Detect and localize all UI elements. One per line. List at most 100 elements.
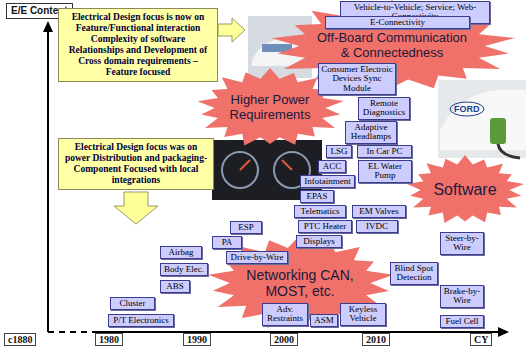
feature-box: Steer-by-Wire (440, 232, 484, 255)
node-text: Telematics (297, 207, 343, 216)
node-text: Infotainment (303, 177, 352, 186)
axis-arrowhead (43, 21, 53, 32)
feature-box: P/T Electronics (108, 314, 174, 327)
node-text: Electrical Design focus was on power Dis… (63, 142, 209, 186)
feature-box: ABS (160, 280, 190, 293)
node-text: ASM (313, 316, 335, 325)
node-text: Drive-by-Wire (229, 253, 285, 262)
block-arrow (218, 18, 245, 42)
node-text: Networking CAN, MOST, etc. (239, 267, 361, 299)
node-text: E-Connectivity (328, 18, 467, 27)
node-text: IVDC (359, 222, 395, 231)
charging-cable (498, 144, 520, 158)
node-text: Remote Diagnostics (361, 99, 407, 118)
node-text: Software (430, 181, 500, 199)
feature-box: E-Connectivity (325, 16, 470, 29)
node-text: Airbag (163, 248, 199, 257)
feature-box: Fuel Cell (440, 315, 484, 328)
car-body (440, 90, 526, 150)
charging-photo (438, 80, 526, 158)
axis-arrowhead (498, 327, 509, 337)
feature-box: Keyless Vehicle (340, 303, 386, 326)
node-text: ESP (233, 223, 259, 232)
node-text: Electrical Design focus is now on Featur… (63, 12, 213, 78)
node-text: In Car PC (360, 147, 409, 156)
node-text: Blind Spot Detection (393, 264, 435, 283)
feature-box: LSG (326, 145, 352, 158)
node-text: Body Elec. (163, 265, 205, 274)
starburst-outline (198, 68, 344, 146)
node-text: Higher Power Requirements (224, 93, 316, 123)
node-text: Consumer Electroic Devices Sync Module (321, 65, 393, 93)
year-box: 2000 (270, 333, 298, 346)
feature-box: Telematics (294, 205, 346, 218)
node-text: EPAS (303, 192, 331, 201)
node-text: Displays (299, 237, 339, 246)
node-text: EL Water Pump (361, 162, 409, 181)
node-text: EM Valves (355, 207, 403, 216)
feature-box: Airbag (160, 246, 202, 259)
feature-box: Brake-by-Wire (440, 285, 484, 308)
node-text: 2000 (274, 334, 294, 345)
feature-box: EL Water Pump (358, 160, 412, 183)
feature-box: PA (212, 236, 242, 249)
gauge-needle (240, 160, 250, 170)
starburst-outline (208, 235, 393, 328)
node-text: PTC Heater (301, 222, 349, 231)
node-text: PA (215, 238, 239, 247)
node-text: ACC (321, 162, 343, 171)
node-text: LSG (329, 147, 349, 156)
node-text: Keyless Vehicle (343, 305, 383, 324)
block-arrow (114, 192, 158, 224)
x-axis-break (48, 331, 92, 333)
node-text: CY (474, 334, 488, 345)
feature-box: ASM (310, 314, 338, 327)
year-box: c1880 (4, 333, 36, 346)
node-text: Fuel Cell (443, 317, 481, 326)
node-text: Off-Board Communication & Connectedness (312, 31, 472, 61)
gauge (222, 152, 258, 188)
feature-box: Consumer Electroic Devices Sync Module (318, 63, 396, 95)
node-text: Adaptive Headlamps (348, 123, 394, 142)
feature-box: Body Elec. (160, 263, 208, 276)
year-box: 2010 (362, 333, 390, 346)
node-text: Brake-by-Wire (443, 287, 481, 306)
feature-box: EM Valves (352, 205, 406, 218)
feature-box: Cluster (110, 297, 155, 310)
year-box: 1990 (183, 333, 211, 346)
y-axis (47, 30, 49, 332)
year-box: 1980 (95, 333, 123, 346)
note-box: Electrical Design focus was on power Dis… (58, 138, 214, 190)
gauge-needle (282, 160, 292, 170)
node-text: 1980 (99, 334, 119, 345)
node-text: P/T Electronics (111, 316, 171, 325)
charging-plug (490, 118, 506, 144)
starburst-outline (407, 155, 524, 223)
node-text: 2010 (366, 334, 386, 345)
logo-oval (450, 102, 484, 116)
node-text: 1990 (187, 334, 207, 345)
year-box: CY (470, 333, 492, 346)
node-text: Cluster (113, 299, 152, 308)
feature-box: EPAS (300, 190, 334, 203)
node-text: ABS (163, 282, 187, 291)
node-text: Steer-by-Wire (443, 234, 481, 253)
feature-box: Adv. Restraints (262, 303, 308, 326)
feature-box: ACC (318, 160, 346, 173)
feature-box: Blind Spot Detection (390, 262, 438, 285)
logo-text: FORD (454, 105, 480, 114)
starburst: Software (405, 155, 525, 225)
feature-box: PTC Heater (298, 220, 352, 233)
feature-box: Displays (296, 235, 342, 248)
feature-box: Remote Diagnostics (358, 97, 410, 120)
node-text: Adv. Restraints (265, 305, 305, 324)
feature-box: In Car PC (357, 145, 412, 158)
feature-box: Infotainment (300, 175, 355, 188)
feature-box: ESP (230, 221, 262, 234)
feature-box: Drive-by-Wire (226, 251, 288, 264)
note-box: Electrical Design focus is now on Featur… (58, 8, 218, 82)
feature-box: IVDC (356, 220, 398, 233)
node-text: c1880 (8, 334, 32, 345)
feature-box: Adaptive Headlamps (345, 121, 397, 144)
